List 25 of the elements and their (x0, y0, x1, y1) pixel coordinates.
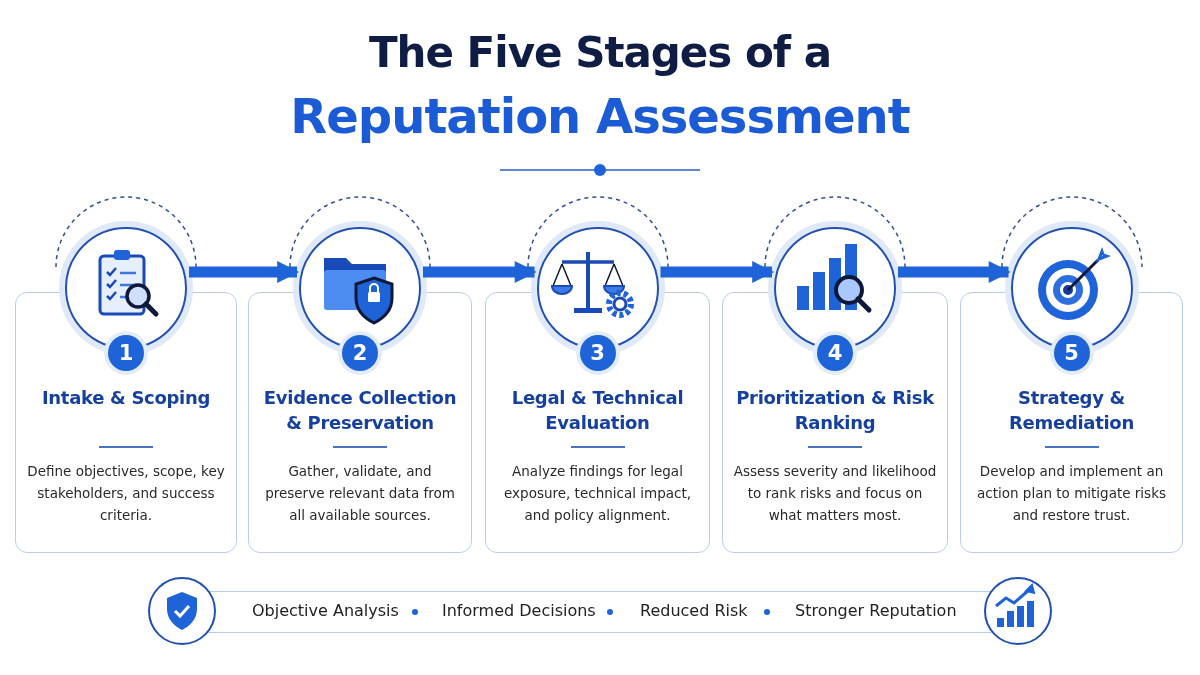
step-number: 3 (579, 335, 616, 371)
step-title: Evidence Collection & Preservation (262, 386, 458, 435)
benefit-text: Reduced Risk (640, 601, 748, 620)
step-number: 1 (108, 335, 144, 371)
step-number: 2 (342, 335, 378, 371)
step-title: Legal & Technical Evaluation (510, 386, 685, 435)
step-title: Prioritization & Risk Ranking (735, 386, 935, 435)
step-description: Analyze findings for legal exposure, technical impact, and policy alignment. (503, 462, 692, 525)
step-title: Strategy & Remediation (1008, 386, 1135, 435)
benefit-text: Informed Decisions (442, 601, 596, 620)
arrow (423, 261, 537, 283)
benefit-text: Stronger Reputation (795, 601, 957, 620)
title: Reputation Assessment (289, 88, 911, 144)
step-description: Gather, validate, and preserve relevant data from all available sources. (264, 462, 456, 525)
arrow (660, 261, 775, 283)
step-title: Intake & Scoping (40, 386, 212, 410)
step-description: Assess severity and likelihood to rank risks and focus on what matters most. (733, 462, 937, 525)
step-number: 4 (817, 335, 853, 371)
step-description: Define objectives, scope, key stakeholders, and success criteria. (26, 462, 226, 525)
step-number: 5 (1053, 335, 1090, 371)
title: The Five Stages of a (367, 28, 833, 77)
arrow (898, 261, 1011, 283)
step-description: Develop and implement an action plan to mitigate risks and restore trust. (976, 462, 1167, 525)
benefit-text: Objective Analysis (252, 601, 399, 620)
arrow (189, 261, 300, 283)
